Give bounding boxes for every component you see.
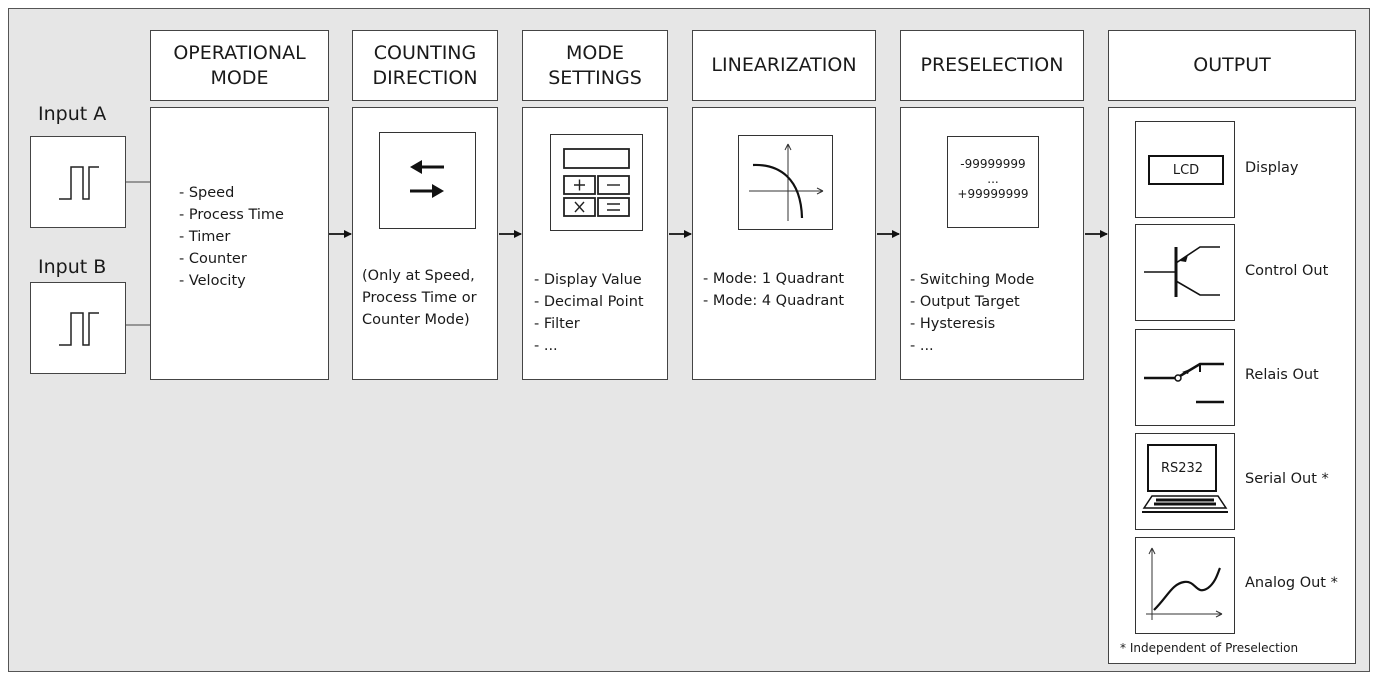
input-b-label: Input B [38, 256, 107, 278]
list-item: - Output Target [910, 294, 1020, 310]
terminal-screen: RS232 [1147, 444, 1217, 492]
list-item: - Filter [534, 316, 580, 332]
output-label-serial: Serial Out * [1245, 471, 1329, 487]
list-item: - Speed [179, 185, 235, 201]
mode-settings-box: - Display Value - Decimal Point - Filter… [522, 107, 668, 380]
hyperbola-curve-icon [738, 135, 833, 230]
square-pulse-icon [59, 312, 99, 346]
preselection-list: - Switching Mode - Output Target - Hyste… [910, 269, 1034, 357]
list-item: - Counter [179, 251, 247, 267]
list-item: - Display Value [534, 272, 642, 288]
input-b-box [30, 282, 126, 374]
operational-mode-box: - Speed - Process Time - Timer - Counter… [150, 107, 329, 380]
header-counting-direction: COUNTING DIRECTION [352, 30, 498, 101]
list-item: - Mode: 4 Quadrant [703, 293, 845, 309]
list-item: - Process Time [179, 207, 284, 223]
output-footnote: * Independent of Preselection [1120, 641, 1299, 655]
output-label-analog: Analog Out * [1245, 575, 1338, 591]
list-item: - Decimal Point [534, 294, 644, 310]
list-item: - Hysteresis [910, 316, 996, 332]
relay-switch-icon [1135, 329, 1235, 426]
counting-direction-note: (Only at Speed, Process Time or Counter … [362, 268, 477, 328]
output-label-display: Display [1245, 160, 1299, 176]
list-item: - ... [910, 338, 934, 354]
preselection-range: -99999999 ... +99999999 [947, 136, 1039, 228]
mode-settings-list: - Display Value - Decimal Point - Filter… [534, 269, 644, 357]
header-linearization: LINEARIZATION [692, 30, 876, 101]
preselection-box: -99999999 ... +99999999 - Switching Mode… [900, 107, 1084, 380]
counting-direction-box: (Only at Speed, Process Time or Counter … [352, 107, 498, 380]
header-output: OUTPUT [1108, 30, 1356, 101]
analog-curve-icon [1135, 537, 1235, 634]
input-a-box [30, 136, 126, 228]
list-item: - Switching Mode [910, 272, 1035, 288]
list-item: - Timer [179, 229, 231, 245]
input-a-label: Input A [38, 103, 107, 125]
keyboard-icon [1142, 495, 1228, 513]
transistor-icon [1135, 224, 1235, 321]
linearization-list: - Mode: 1 Quadrant - Mode: 4 Quadrant [703, 268, 844, 312]
lcd-display-icon: LCD [1135, 121, 1235, 218]
list-item: - ... [534, 338, 558, 354]
linearization-box: - Mode: 1 Quadrant - Mode: 4 Quadrant [692, 107, 876, 380]
output-box: LCD Display Control Out Relais Out RS232 [1108, 107, 1356, 664]
header-operational-mode: OPERATIONAL MODE [150, 30, 329, 101]
operational-mode-list: - Speed - Process Time - Timer - Counter… [179, 182, 284, 292]
bidirectional-arrows-icon [379, 132, 476, 229]
calculator-icon [550, 134, 643, 231]
square-pulse-icon [59, 166, 99, 200]
header-preselection: PRESELECTION [900, 30, 1084, 101]
list-item: - Mode: 1 Quadrant [703, 271, 845, 287]
header-mode-settings: MODE SETTINGS [522, 30, 668, 101]
computer-terminal-icon: RS232 [1135, 433, 1235, 530]
output-label-control: Control Out [1245, 263, 1329, 279]
output-label-relais: Relais Out [1245, 367, 1319, 383]
list-item: - Velocity [179, 273, 246, 289]
lcd-screen: LCD [1148, 155, 1224, 185]
